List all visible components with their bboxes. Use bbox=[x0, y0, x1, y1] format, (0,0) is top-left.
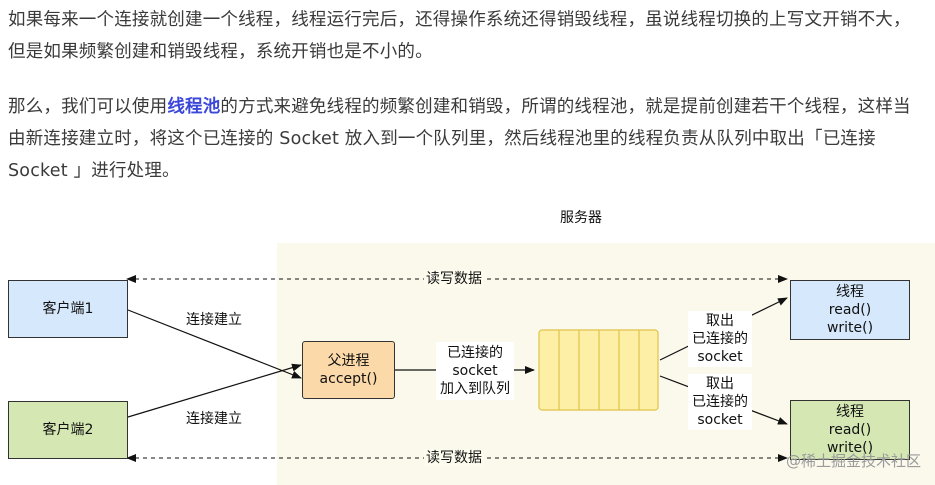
take-1-line-3: socket bbox=[697, 349, 743, 365]
server-title: 服务器 bbox=[560, 210, 602, 226]
client-1-box: 客户端1 bbox=[8, 280, 128, 338]
parent-process-box: 父进程 accept() bbox=[302, 341, 395, 399]
accept-call: accept() bbox=[319, 371, 378, 387]
take-1-line-2: 已连接的 bbox=[692, 331, 748, 347]
paragraph-2-after: 的方式来避免线程的频繁创建和销毁，所谓的线程池，就是提前创建若干个线程，这样当由… bbox=[8, 97, 911, 181]
thread-2-title: 线程 bbox=[836, 404, 864, 420]
thread-1-box: 线程 read() write() bbox=[790, 280, 910, 340]
client-1-label: 客户端1 bbox=[42, 301, 94, 317]
take-1-line-1: 取出 bbox=[706, 313, 734, 329]
take-2-line-1: 取出 bbox=[706, 376, 734, 392]
enqueue-line-3: 加入到队列 bbox=[440, 381, 510, 397]
thread-2-write: write() bbox=[826, 440, 874, 456]
connect-label-2: 连接建立 bbox=[186, 410, 242, 428]
enqueue-line-1: 已连接的 bbox=[447, 345, 503, 361]
connect-arrow-2 bbox=[127, 363, 302, 418]
thread-2-read: read() bbox=[828, 422, 872, 438]
take-label-2: 取出 已连接的 socket bbox=[688, 374, 752, 430]
take-label-1: 取出 已连接的 socket bbox=[688, 311, 752, 367]
thread-1-write: write() bbox=[826, 320, 874, 336]
highlight-thread-pool: 线程池 bbox=[167, 97, 221, 117]
thread-2-box: 线程 read() write() bbox=[790, 400, 910, 460]
watermark: @稀土掘金技术社区 bbox=[785, 452, 921, 470]
paragraph-2-before: 那么，我们可以使用 bbox=[8, 97, 168, 117]
thread-pool-diagram: 服务器 客户端1 客户端2 连接建立 连接建立 读写数据 读写数据 父进程 ac… bbox=[0, 198, 935, 485]
rw-top-label: 读写数据 bbox=[424, 270, 484, 288]
enqueue-line-2: socket bbox=[452, 363, 498, 379]
paragraph-2: 那么，我们可以使用线程池的方式来避免线程的频繁创建和销毁，所谓的线程池，就是提前… bbox=[8, 91, 928, 187]
connect-label-1: 连接建立 bbox=[186, 311, 242, 329]
client-2-label: 客户端2 bbox=[42, 422, 94, 438]
take-2-line-2: 已连接的 bbox=[692, 394, 748, 410]
connect-arrow-1 bbox=[127, 309, 302, 379]
take-2-line-3: socket bbox=[697, 412, 743, 428]
enqueue-label: 已连接的 socket 加入到队列 bbox=[436, 342, 514, 400]
rw-bottom-label: 读写数据 bbox=[424, 449, 484, 467]
thread-1-read: read() bbox=[828, 302, 872, 318]
paragraph-1: 如果每来一个连接就创建一个线程，线程运行完后，还得操作系统还得销毁线程，虽说线程… bbox=[8, 10, 911, 62]
parent-process-title: 父进程 bbox=[327, 353, 370, 369]
thread-1-title: 线程 bbox=[836, 284, 864, 300]
client-2-box: 客户端2 bbox=[8, 401, 128, 459]
